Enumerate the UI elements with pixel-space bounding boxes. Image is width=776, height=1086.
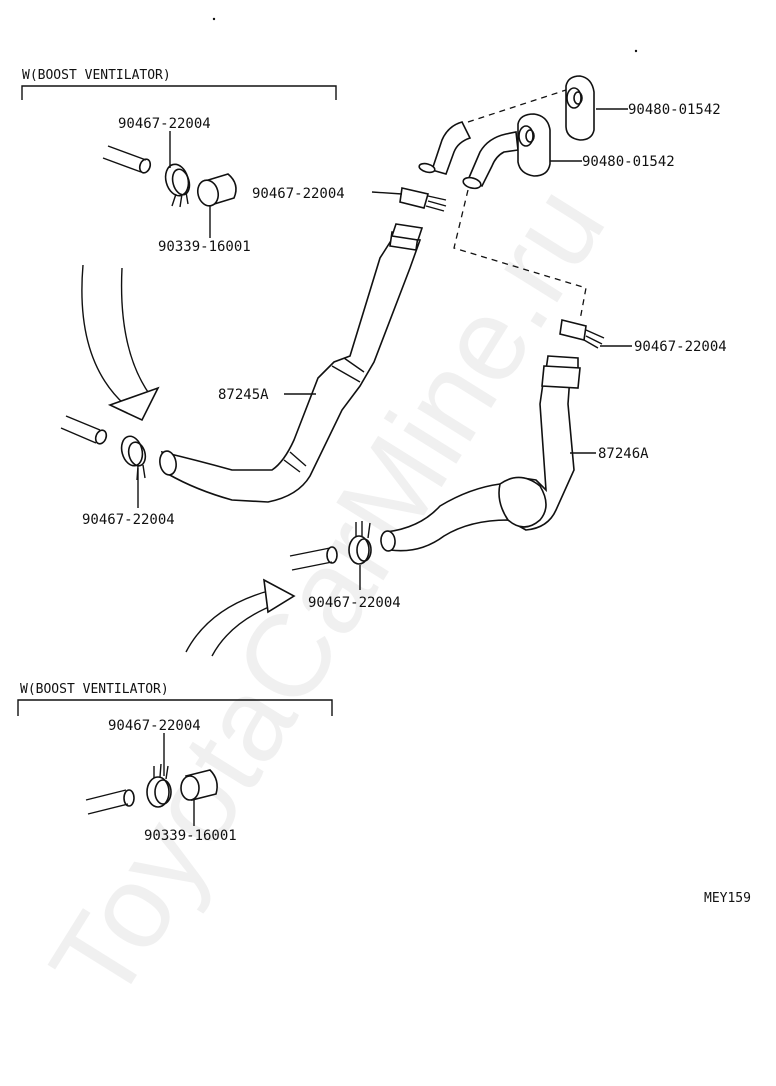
upper-mid-clamp-label: 90467-22004 bbox=[252, 186, 345, 202]
top-clamp-part bbox=[164, 163, 191, 208]
top-boost-ventilator-inset: W(BOOST VENTILATOR) 90467-22004 90339-16… bbox=[21, 68, 337, 255]
upper-mid-clamp-part bbox=[399, 187, 447, 212]
hose-87245a bbox=[160, 235, 422, 503]
hose-left-label: 87245A bbox=[218, 387, 269, 403]
left-hose-assembly bbox=[60, 223, 424, 503]
mid-clamp-label: 90467-22004 bbox=[308, 595, 401, 611]
bottom-clamp-label: 90467-22004 bbox=[108, 718, 201, 734]
upper-mid-clamp-leader bbox=[371, 191, 403, 195]
bottom-plug-part bbox=[180, 769, 218, 801]
right-clamp-label: 90467-22004 bbox=[634, 339, 727, 355]
bottom-plug-label: 90339-16001 bbox=[144, 828, 237, 844]
top-inset-bracket bbox=[21, 85, 337, 100]
dashed-guide-upper bbox=[467, 89, 567, 123]
top-plug-label: 90339-16001 bbox=[158, 239, 251, 255]
hose-right-label: 87246A bbox=[598, 446, 649, 462]
watermark: ToyotaCarMine.ru bbox=[25, 164, 630, 1024]
top-clamp-label: 90467-22004 bbox=[118, 116, 211, 132]
curved-arrow-upper bbox=[81, 264, 160, 422]
top-pipe-stub bbox=[102, 145, 152, 174]
mid-pipe-stub bbox=[289, 546, 338, 571]
left-clamp-part bbox=[120, 435, 147, 481]
left-clamp-label: 90467-22004 bbox=[82, 512, 175, 528]
bottom-pipe-stub bbox=[85, 789, 135, 815]
grommet-lower bbox=[517, 113, 551, 177]
bottom-inset-header: W(BOOST VENTILATOR) bbox=[20, 682, 169, 697]
right-clamp-part bbox=[559, 319, 605, 349]
grommet-upper bbox=[565, 75, 595, 141]
curved-arrow-lower bbox=[185, 578, 296, 657]
mid-clamp-part bbox=[348, 521, 372, 565]
grommet-2-label: 90480-01542 bbox=[582, 154, 675, 170]
right-hose-assembly bbox=[380, 355, 581, 552]
bottom-boost-ventilator-inset: W(BOOST VENTILATOR) 90467-22004 90339-16… bbox=[17, 682, 333, 844]
diagram-code: MEY159 bbox=[704, 891, 751, 906]
dashed-guide-lower bbox=[453, 189, 587, 321]
top-inset-header: W(BOOST VENTILATOR) bbox=[22, 68, 171, 83]
top-plug-part bbox=[196, 173, 237, 207]
bottom-clamp-part bbox=[146, 763, 172, 808]
bottom-inset-bracket bbox=[17, 699, 333, 716]
grommet-1-label: 90480-01542 bbox=[628, 102, 721, 118]
upper-pipes bbox=[418, 121, 519, 190]
